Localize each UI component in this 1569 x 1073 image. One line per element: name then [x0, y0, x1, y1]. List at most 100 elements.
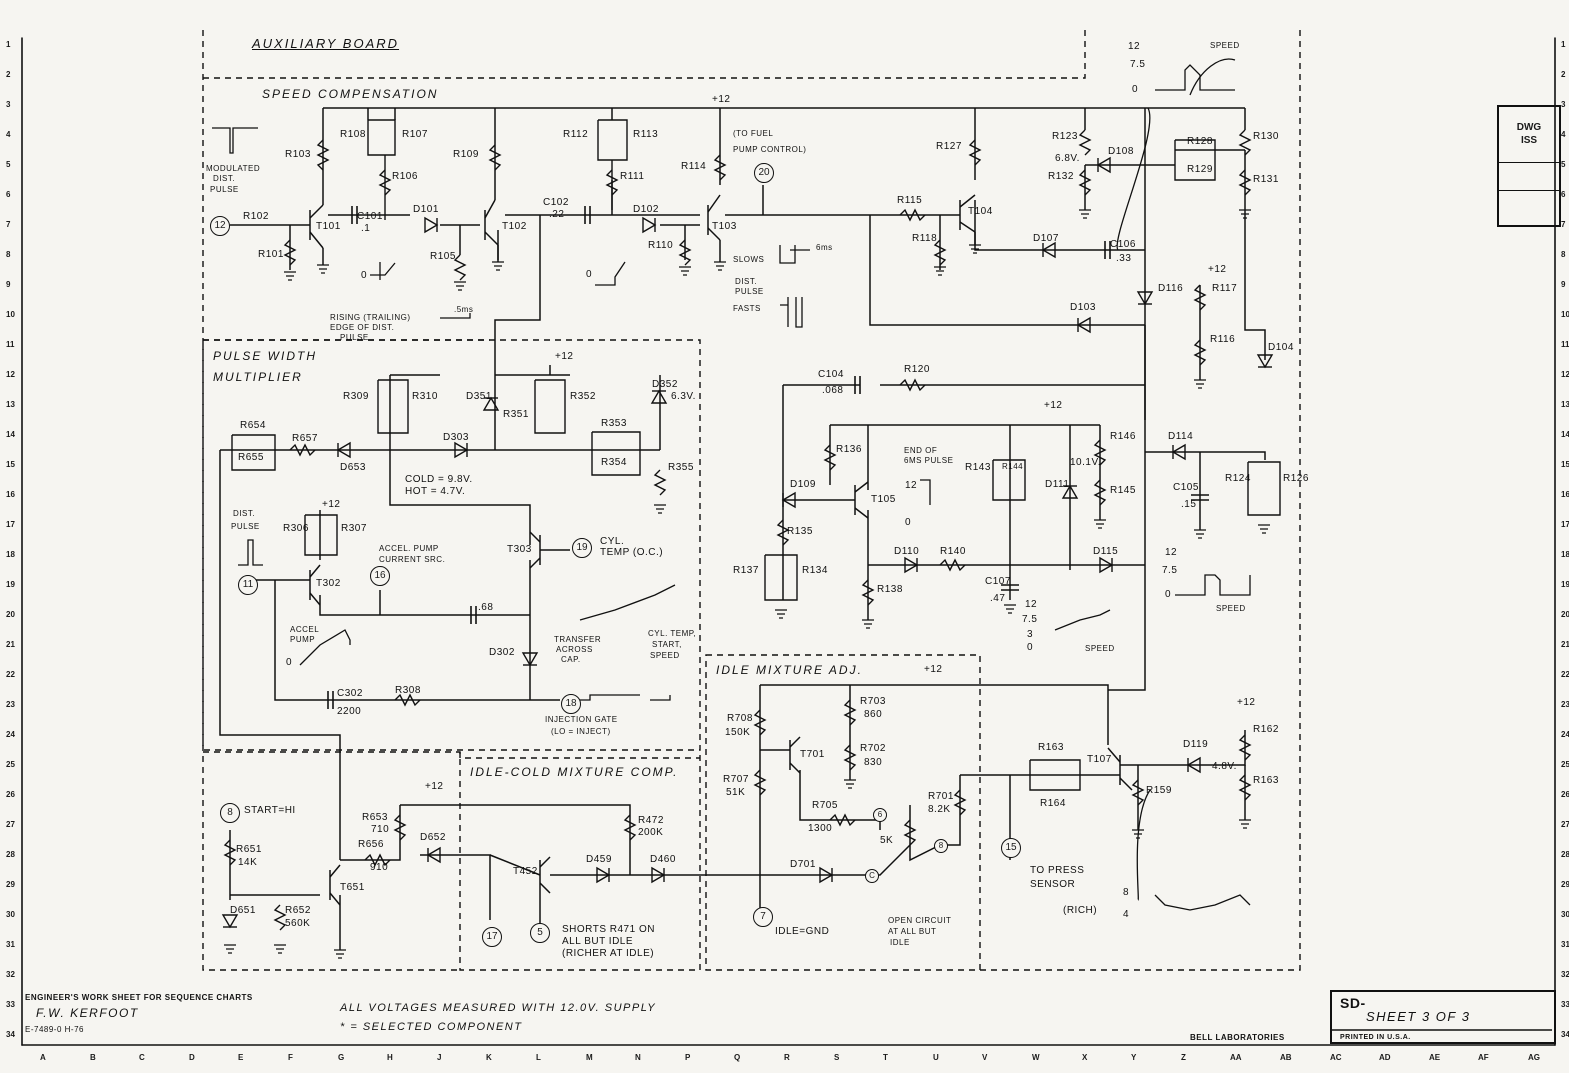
node-8b: 8 — [934, 839, 948, 853]
label-d701: D701 — [790, 859, 816, 870]
label-r105: R105 — [430, 251, 456, 262]
label-r309: R309 — [343, 391, 369, 402]
row-marker: 34 — [1561, 1030, 1569, 1039]
label-r110: R110 — [648, 240, 674, 251]
label-d102: D102 — [633, 204, 659, 215]
note-zero: 0 — [361, 270, 368, 281]
note-open-circuit: OPEN CIRCUIT — [888, 916, 952, 925]
note-pulse: PULSE — [210, 185, 239, 194]
label-r115: R115 — [897, 195, 923, 206]
footer-note-selected: * = SELECTED COMPONENT — [340, 1021, 523, 1033]
capacitors — [327, 206, 1209, 709]
node-16: 16 — [370, 566, 390, 586]
note-speed: SPEED — [650, 651, 680, 660]
note-dist-pulse: DIST. — [735, 277, 758, 286]
label-r124: R124 — [1225, 473, 1251, 484]
note-rich: (RICH) — [1063, 905, 1098, 916]
sheet-label: SHEET 3 OF 3 — [1366, 1009, 1471, 1024]
note-richer: (RICHER AT IDLE) — [562, 948, 655, 959]
supply-label: +12 — [1208, 264, 1227, 275]
label-r113: R113 — [633, 129, 659, 140]
row-marker: 1 — [6, 40, 11, 49]
dwg-blank-cell — [1499, 163, 1559, 191]
label-r135: R135 — [787, 526, 813, 537]
row-marker: 21 — [1561, 640, 1569, 649]
column-marker: AD — [1379, 1053, 1391, 1062]
row-marker: 2 — [6, 70, 11, 79]
note-12: 12 — [1025, 599, 1038, 610]
label-d119: D119 — [1183, 739, 1209, 750]
label-r701-value: 8.2K — [928, 804, 951, 815]
note-start: START, — [652, 640, 682, 649]
column-marker: R — [784, 1053, 790, 1062]
row-marker: 28 — [6, 850, 15, 859]
label-d110: D110 — [894, 546, 920, 557]
label-c107-value: .47 — [990, 593, 1006, 604]
row-marker: 14 — [6, 430, 15, 439]
label-voltage-48: 4.8V. — [1212, 761, 1237, 772]
node-17: 17 — [482, 927, 502, 947]
label-r164: R164 — [1040, 798, 1066, 809]
note-pulse-2: PULSE — [735, 287, 764, 296]
label-pot-5k: 5K — [880, 835, 894, 846]
label-r354: R354 — [601, 457, 627, 468]
row-marker: 9 — [6, 280, 11, 289]
column-marker: Y — [1131, 1053, 1137, 1062]
row-marker: 4 — [1561, 130, 1566, 139]
label-r703-value: 860 — [864, 709, 883, 720]
label-r143: R143 — [965, 462, 991, 473]
row-marker: 12 — [1561, 370, 1569, 379]
label-r705-value: 1300 — [808, 823, 833, 834]
label-r107: R107 — [402, 129, 428, 140]
row-marker: 12 — [6, 370, 15, 379]
column-marker: E — [238, 1053, 244, 1062]
diodes — [221, 156, 1274, 929]
speed-label: SPEED — [1210, 41, 1240, 50]
section-multiplier: MULTIPLIER — [213, 370, 303, 384]
column-marker: L — [536, 1053, 541, 1062]
label-t105: T105 — [871, 494, 896, 505]
row-marker: 32 — [1561, 970, 1569, 979]
row-marker: 5 — [1561, 160, 1566, 169]
node-7: 7 — [753, 907, 773, 927]
node-8: 8 — [220, 803, 240, 823]
note-rising: RISING (TRAILING) — [330, 313, 411, 322]
note-zero: 0 — [586, 269, 593, 280]
label-t302: T302 — [316, 578, 341, 589]
label-r307: R307 — [341, 523, 367, 534]
row-marker: 11 — [1561, 340, 1569, 349]
section-speed-compensation: SPEED COMPENSATION — [262, 87, 439, 101]
label-c102-value: .22 — [549, 209, 565, 220]
label-r653: R653 — [362, 812, 388, 823]
row-marker: 24 — [1561, 730, 1569, 739]
note-transfer: TRANSFER — [554, 635, 602, 644]
waveforms — [212, 58, 1251, 911]
label-t104: T104 — [968, 206, 993, 217]
label-t452: T452 — [513, 866, 538, 877]
row-marker: 13 — [6, 400, 15, 409]
note-cyl-temp-2: CYL. TEMP, — [648, 629, 697, 638]
label-r123: R123 — [1052, 131, 1078, 142]
label-r118: R118 — [912, 233, 938, 244]
note-75: 7.5 — [1162, 565, 1178, 576]
row-marker: 23 — [6, 700, 15, 709]
row-marker: 27 — [1561, 820, 1569, 829]
supply-label: +12 — [1237, 697, 1256, 708]
note-shorts: SHORTS R471 ON — [562, 924, 655, 935]
note-6ms-pulse: 6MS PULSE — [904, 456, 954, 465]
label-r707: R707 — [723, 774, 749, 785]
label-r132: R132 — [1048, 171, 1074, 182]
label-c302-value: 2200 — [337, 706, 362, 717]
row-marker: 28 — [1561, 850, 1569, 859]
note-slows: SLOWS — [733, 255, 765, 264]
row-marker: 13 — [1561, 400, 1569, 409]
speed-0-label: 0 — [1132, 84, 1139, 95]
section-idle-mixture: IDLE MIXTURE ADJ. — [716, 663, 863, 677]
label-d652: D652 — [420, 832, 446, 843]
note-zero: 0 — [286, 657, 293, 668]
speed-75-label: 7.5 — [1130, 59, 1146, 70]
label-r651: R651 — [236, 844, 262, 855]
label-d108: D108 — [1108, 146, 1134, 157]
column-marker: AA — [1230, 1053, 1242, 1062]
note-hot-voltage: HOT = 4.7V. — [405, 486, 466, 497]
